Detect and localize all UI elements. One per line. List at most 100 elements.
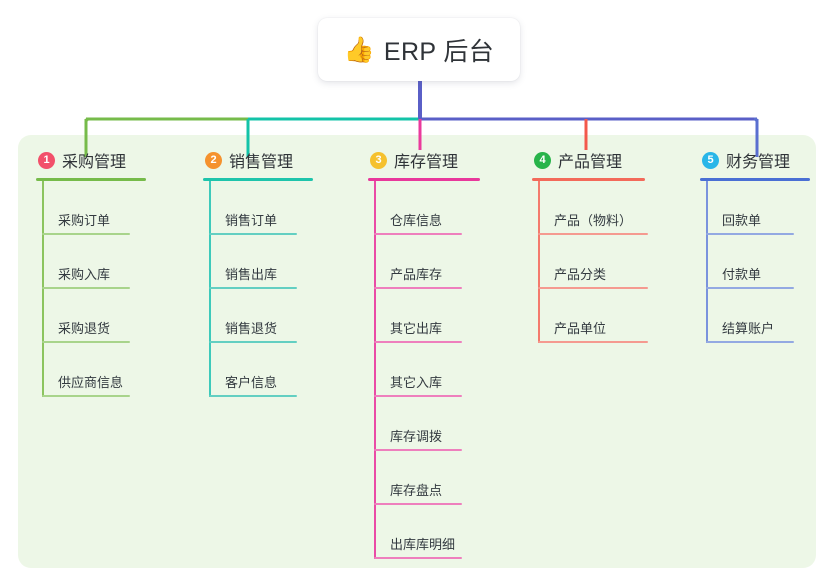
leaf-node[interactable]: 付款单 <box>700 235 810 289</box>
branch-underline <box>36 178 146 181</box>
leaf-node[interactable]: 销售退货 <box>203 289 313 343</box>
branch-underline <box>700 178 810 181</box>
leaf-underline <box>374 503 462 505</box>
branch-title: 产品管理 <box>558 154 623 171</box>
leaf-underline <box>209 233 297 235</box>
leaf-node[interactable]: 结算账户 <box>700 289 810 343</box>
branch-badge-5: 5 <box>702 151 719 169</box>
leaf-label: 采购订单 <box>58 213 111 228</box>
branch-spine <box>209 181 211 397</box>
leaf-node[interactable]: 采购退货 <box>36 289 146 343</box>
leaf-label: 供应商信息 <box>58 375 124 390</box>
branch-column-销售管理: 2 销售管理销售订单销售出库销售退货客户信息 <box>203 147 313 397</box>
branch-children: 采购订单采购入库采购退货供应商信息 <box>36 181 146 397</box>
branch-underline <box>203 178 313 181</box>
branch-badge-1: 1 <box>38 151 55 169</box>
leaf-label: 销售订单 <box>225 213 278 228</box>
branch-title: 销售管理 <box>229 154 294 171</box>
leaf-underline <box>374 395 462 397</box>
branch-children: 仓库信息产品库存其它出库其它入库库存调拨库存盘点出库库明细 <box>368 181 480 559</box>
branch-children: 销售订单销售出库销售退货客户信息 <box>203 181 313 397</box>
branch-header-1[interactable]: 1 采购管理 <box>36 147 146 173</box>
leaf-underline <box>374 233 462 235</box>
leaf-underline <box>706 287 794 289</box>
leaf-label: 库存调拨 <box>390 429 443 444</box>
leaf-label: 产品库存 <box>390 267 443 282</box>
leaf-label: 其它入库 <box>390 375 443 390</box>
branch-badge-4: 4 <box>534 151 551 169</box>
leaf-node[interactable]: 采购订单 <box>36 181 146 235</box>
leaf-underline <box>42 341 130 343</box>
leaf-label: 其它出库 <box>390 321 443 336</box>
leaf-node[interactable]: 供应商信息 <box>36 343 146 397</box>
branch-spine <box>706 181 708 343</box>
branch-title: 财务管理 <box>726 154 791 171</box>
branch-badge-3: 3 <box>370 151 387 169</box>
leaf-node[interactable]: 回款单 <box>700 181 810 235</box>
branch-header-4[interactable]: 4 产品管理 <box>532 147 645 173</box>
branch-header-3[interactable]: 3 库存管理 <box>368 147 480 173</box>
branch-column-产品管理: 4 产品管理产品（物料） 产品分类产品单位 <box>532 147 648 343</box>
leaf-node[interactable]: 客户信息 <box>203 343 313 397</box>
leaf-underline <box>706 341 794 343</box>
leaf-node[interactable]: 其它出库 <box>368 289 480 343</box>
leaf-underline <box>374 449 462 451</box>
branch-underline <box>368 178 480 181</box>
leaf-label: 产品单位 <box>554 321 607 336</box>
leaf-underline <box>209 341 297 343</box>
leaf-underline <box>374 557 462 559</box>
leaf-underline <box>209 395 297 397</box>
leaf-label: 销售出库 <box>225 267 278 282</box>
leaf-label: 付款单 <box>722 267 762 282</box>
leaf-label: 仓库信息 <box>390 213 443 228</box>
leaf-label: 采购退货 <box>58 321 111 336</box>
branch-header-5[interactable]: 5 财务管理 <box>700 147 810 173</box>
branch-title: 采购管理 <box>62 154 127 171</box>
leaf-label: 客户信息 <box>225 375 278 390</box>
leaf-label: 出库库明细 <box>390 537 456 552</box>
leaf-node[interactable]: 仓库信息 <box>368 181 480 235</box>
branch-badge-2: 2 <box>205 151 222 169</box>
leaf-node[interactable]: 销售订单 <box>203 181 313 235</box>
branch-column-库存管理: 3 库存管理仓库信息产品库存其它出库其它入库库存调拨库存盘点出库库明细 <box>368 147 480 559</box>
branch-children: 回款单付款单结算账户 <box>700 181 810 343</box>
leaf-node[interactable]: 产品库存 <box>368 235 480 289</box>
leaf-label: 采购入库 <box>58 267 111 282</box>
leaf-underline <box>42 233 130 235</box>
branch-spine <box>42 181 44 397</box>
leaf-node[interactable]: 产品单位 <box>532 289 648 343</box>
leaf-node[interactable]: 其它入库 <box>368 343 480 397</box>
branch-title: 库存管理 <box>394 154 459 171</box>
branch-children: 产品（物料） 产品分类产品单位 <box>532 181 648 343</box>
leaf-underline <box>42 287 130 289</box>
leaf-node[interactable]: 出库库明细 <box>368 505 480 559</box>
leaf-node[interactable]: 产品分类 <box>532 235 648 289</box>
leaf-node[interactable]: 销售出库 <box>203 235 313 289</box>
leaf-label: 回款单 <box>722 213 762 228</box>
leaf-label: 库存盘点 <box>390 483 443 498</box>
leaf-node[interactable]: 产品（物料） <box>532 181 648 235</box>
leaf-underline <box>538 233 648 235</box>
page-title: ERP 后台 <box>383 37 495 66</box>
leaf-label: 销售退货 <box>225 321 278 336</box>
leaf-node[interactable]: 采购入库 <box>36 235 146 289</box>
branch-spine <box>538 181 540 343</box>
branch-column-采购管理: 1 采购管理采购订单采购入库采购退货供应商信息 <box>36 147 146 397</box>
leaf-node[interactable]: 库存调拨 <box>368 397 480 451</box>
leaf-node[interactable]: 库存盘点 <box>368 451 480 505</box>
leaf-label: 产品（物料） <box>554 213 633 228</box>
leaf-underline <box>209 287 297 289</box>
leaf-underline <box>374 341 462 343</box>
branch-header-2[interactable]: 2 销售管理 <box>203 147 313 173</box>
leaf-underline <box>538 341 648 343</box>
leaf-underline <box>42 395 130 397</box>
branch-spine <box>374 181 376 559</box>
branch-underline <box>532 178 645 181</box>
root-title-card[interactable]: 👍 ERP 后台 <box>318 18 520 81</box>
leaf-underline <box>706 233 794 235</box>
thumbs-up-icon: 👍 <box>343 35 375 64</box>
branches-panel <box>18 135 816 568</box>
branch-column-财务管理: 5 财务管理回款单付款单结算账户 <box>700 147 810 343</box>
